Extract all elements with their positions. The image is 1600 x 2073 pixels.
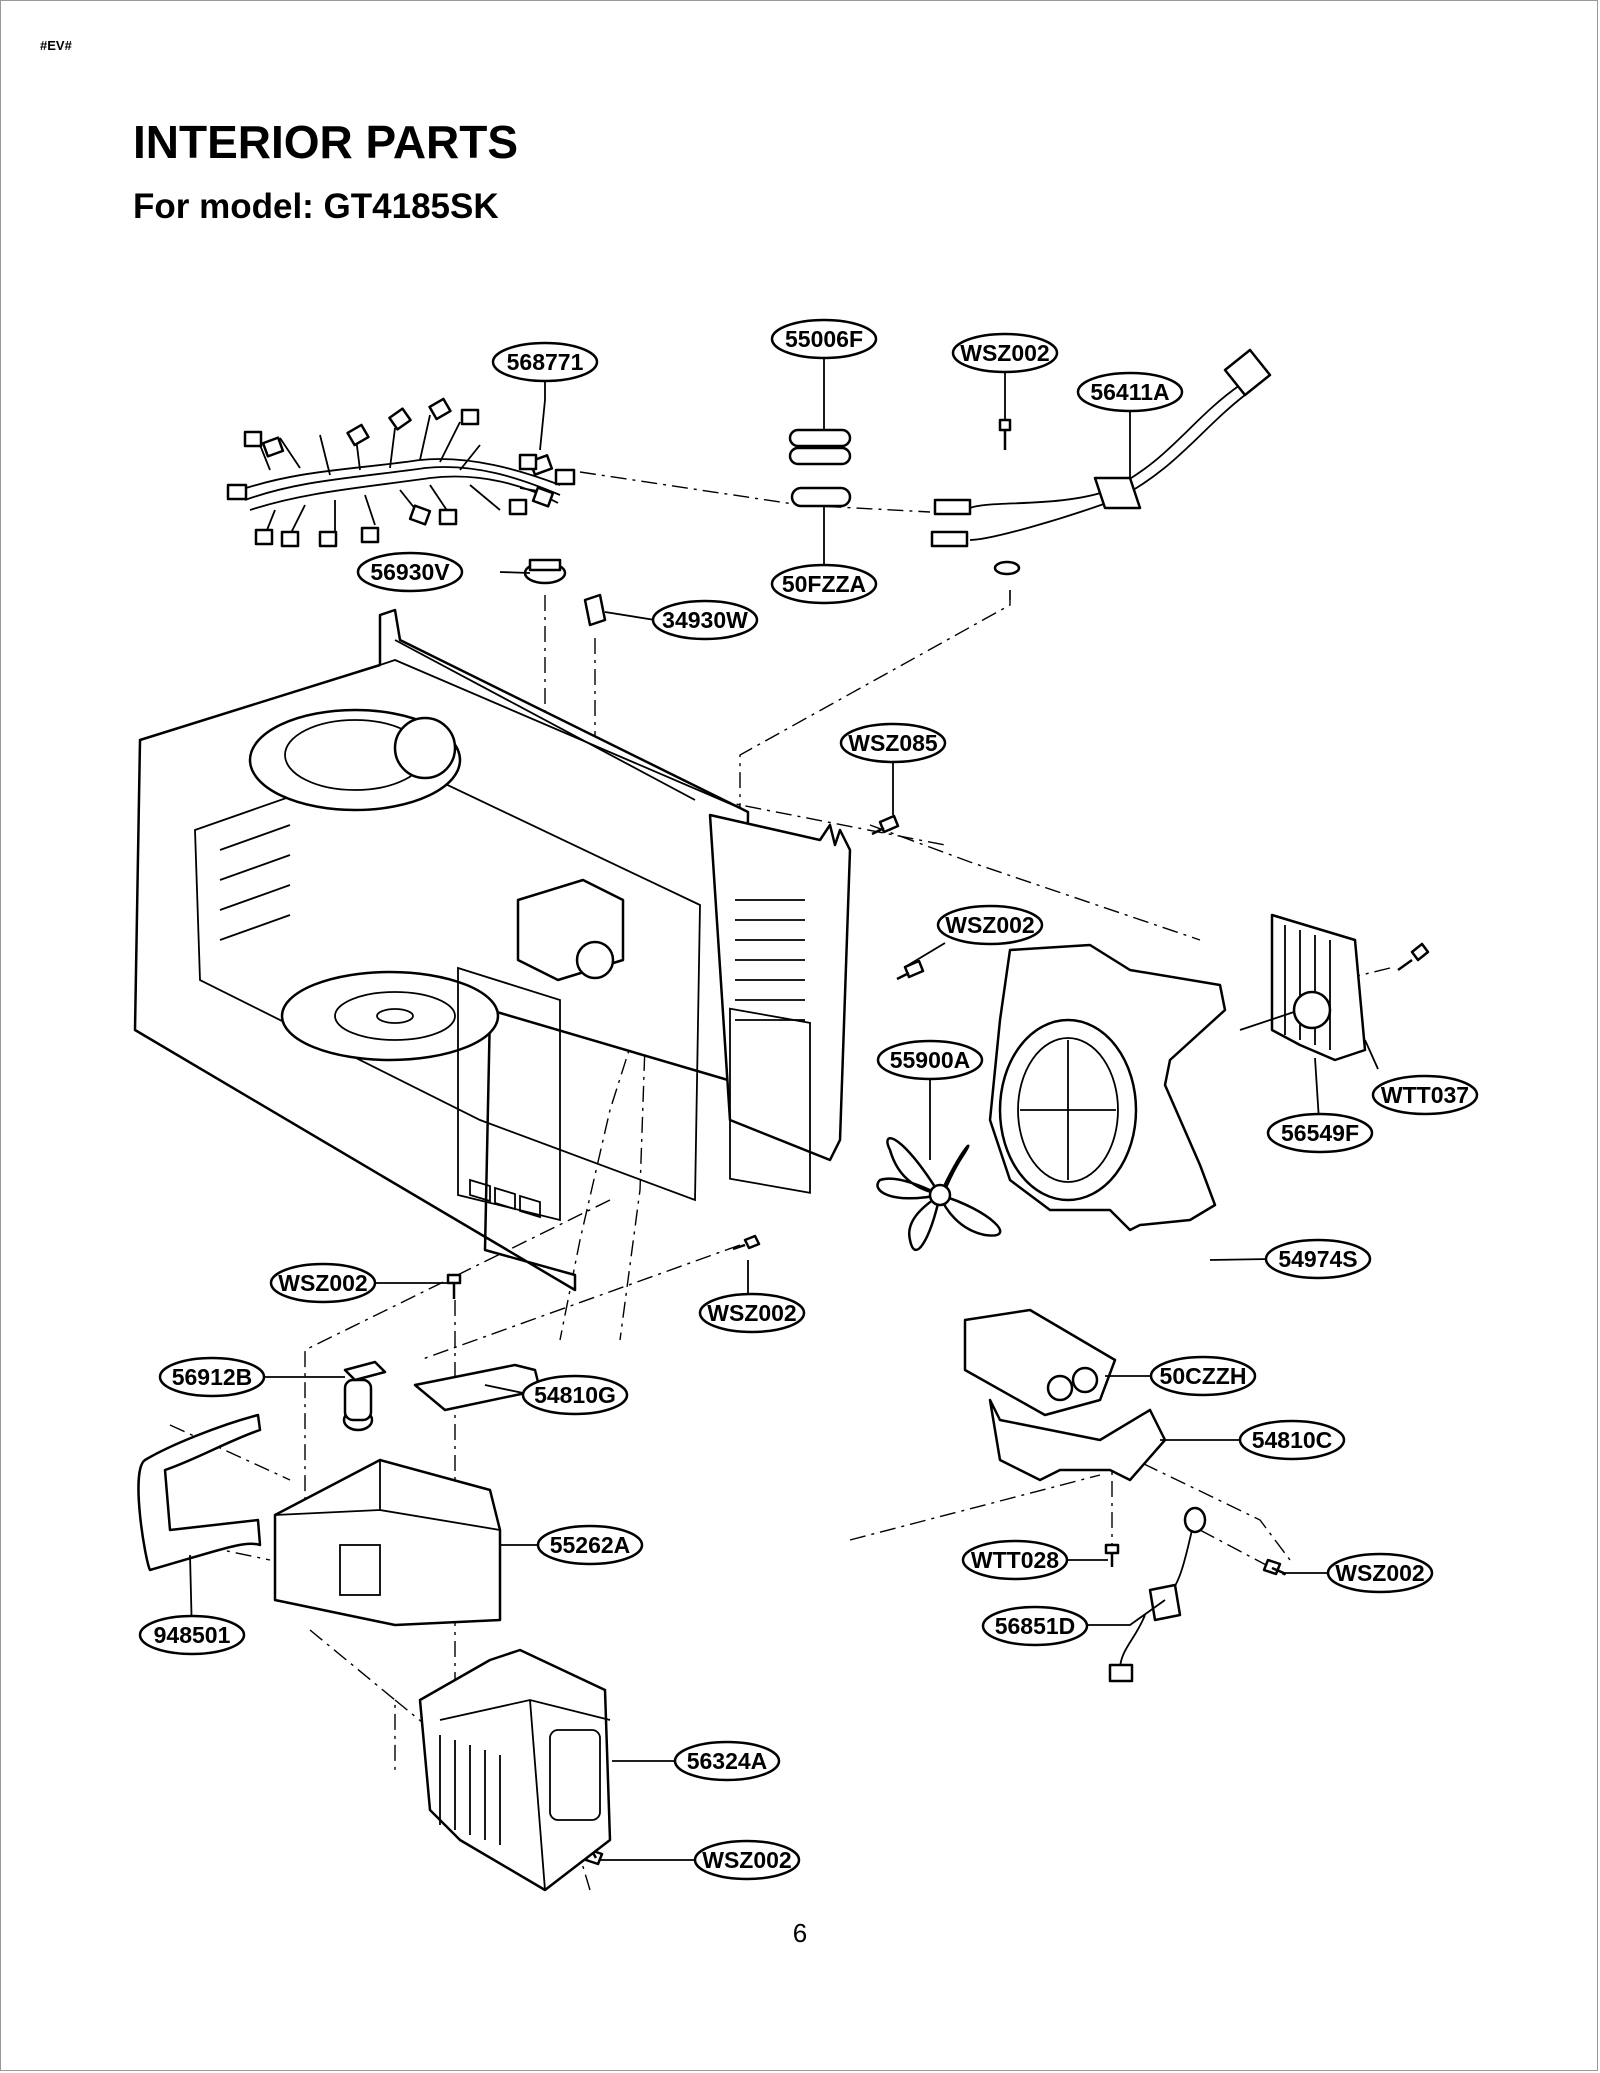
callout-56930V: 56930V xyxy=(356,551,464,593)
callout-WSZ002-e: WSZ002 xyxy=(1326,1552,1434,1594)
wire-harness-part xyxy=(226,397,576,548)
callout-56549F: 56549F xyxy=(1266,1112,1374,1154)
callout-label: 568771 xyxy=(507,349,584,375)
callout-label: WSZ002 xyxy=(702,1847,791,1873)
model-subtitle: For model: GT4185SK xyxy=(133,187,499,226)
callout-label: 55262A xyxy=(550,1532,631,1558)
page-title: INTERIOR PARTS xyxy=(133,116,519,168)
fuse-parts xyxy=(788,428,852,508)
callout-label: 50CZZH xyxy=(1160,1363,1247,1389)
callout-label: WSZ002 xyxy=(278,1270,367,1296)
callout-label: 50FZZA xyxy=(782,571,866,597)
callout-55900A: 55900A xyxy=(876,1039,984,1081)
callout-56912B: 56912B xyxy=(158,1356,266,1398)
callout-label: 54810G xyxy=(534,1382,616,1408)
magnetron-part xyxy=(418,1648,612,1892)
callout-label: WSZ085 xyxy=(848,730,938,756)
callout-54810G: 54810G xyxy=(521,1374,629,1416)
callout-label: 56549F xyxy=(1281,1120,1359,1146)
callout-WSZ002-c: WSZ002 xyxy=(269,1262,377,1304)
callout-label: 34930W xyxy=(662,607,748,633)
capacitor-part xyxy=(963,1308,1167,1482)
callout-label: 56324A xyxy=(687,1748,768,1774)
callout-label: WTT028 xyxy=(971,1547,1059,1573)
callout-50FZZA: 50FZZA xyxy=(770,563,878,605)
fan-motor-part xyxy=(1239,913,1367,1062)
callout-label: WSZ002 xyxy=(960,340,1049,366)
callout-WSZ085: WSZ085 xyxy=(839,722,947,764)
callout-label: WTT037 xyxy=(1381,1082,1469,1108)
transformer-part xyxy=(137,1360,542,1627)
oven-cavity-part xyxy=(133,608,852,1292)
callout-54810C: 54810C xyxy=(1238,1419,1346,1461)
power-cord-part xyxy=(930,348,1272,576)
callout-56324A: 56324A xyxy=(673,1740,781,1782)
callout-WSZ002-d: WSZ002 xyxy=(698,1292,806,1334)
callout-label: 56851D xyxy=(995,1613,1076,1639)
callout-50CZZH: 50CZZH xyxy=(1149,1355,1257,1397)
callout-948501: 948501 xyxy=(138,1614,246,1656)
callout-WSZ002-a: WSZ002 xyxy=(951,332,1059,374)
callout-WSZ002-f: WSZ002 xyxy=(693,1839,801,1881)
header-tag: #EV# xyxy=(40,38,72,53)
callout-WTT037: WTT037 xyxy=(1371,1074,1479,1116)
callout-WTT028: WTT028 xyxy=(961,1539,1069,1581)
callout-568771: 568771 xyxy=(491,341,599,383)
callout-54974S: 54974S xyxy=(1264,1238,1372,1280)
thermostat-and-switch-parts xyxy=(523,558,607,627)
callout-label: 54810C xyxy=(1252,1427,1333,1453)
callout-label: 54974S xyxy=(1278,1246,1357,1272)
callout-label: WSZ002 xyxy=(1335,1560,1424,1586)
callout-label: 56411A xyxy=(1090,379,1169,405)
page-number: 6 xyxy=(792,1918,808,1948)
callout-label: WSZ002 xyxy=(945,912,1034,938)
callout-label: 56912B xyxy=(172,1364,253,1390)
fan-assembly-part xyxy=(876,943,1227,1252)
callout-56411A: 56411A xyxy=(1076,371,1184,413)
callout-label: 56930V xyxy=(370,559,450,585)
callout-55262A: 55262A xyxy=(536,1524,644,1566)
callout-label: 948501 xyxy=(154,1622,231,1648)
callout-label: 55900A xyxy=(890,1047,971,1073)
callout-34930W: 34930W xyxy=(651,599,759,641)
callout-label: 55006F xyxy=(785,326,863,352)
callout-label: WSZ002 xyxy=(707,1300,796,1326)
callout-55006F: 55006F xyxy=(770,318,878,360)
callout-56851D: 56851D xyxy=(981,1605,1089,1647)
callout-WSZ002-b: WSZ002 xyxy=(936,904,1044,946)
noise-filter-part xyxy=(1108,1506,1207,1683)
